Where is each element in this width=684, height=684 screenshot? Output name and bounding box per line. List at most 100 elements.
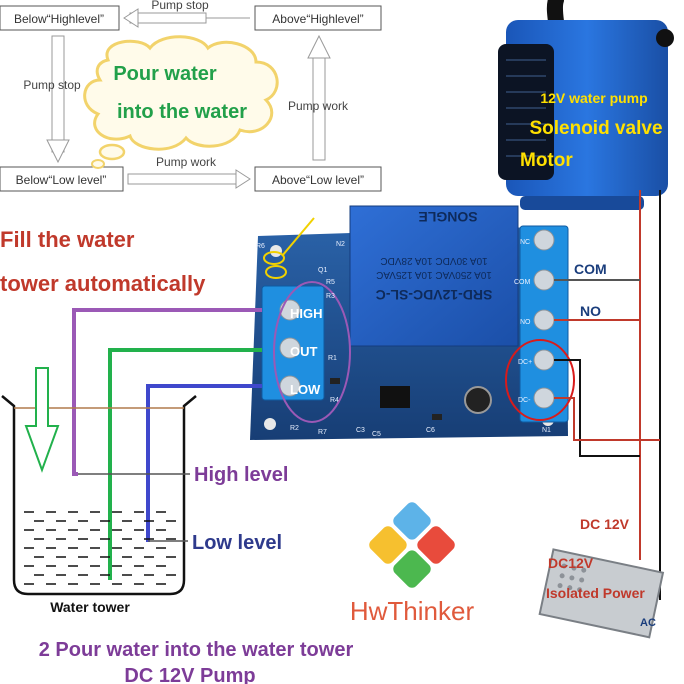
com-label: COM [574,261,607,277]
arrow-bottom-shaft [127,173,239,185]
screw-no [533,309,555,331]
tank-outline [1,395,197,596]
water-surface [24,511,176,585]
probe-wire-low [146,384,262,542]
relay-rating-1: 10A 250VAC 10A 125VAC [376,269,492,280]
input-highlight [273,281,351,423]
power-supply [538,548,665,639]
silk-label: C3 [356,427,365,434]
silk-label: C5 [372,431,381,438]
silk-label: R5 [326,279,335,286]
screw-high [279,299,301,321]
relay [349,205,519,347]
screw-nc [533,229,555,251]
terminal-high-label: HIGH [290,306,323,321]
left-arrow-label: Pump stop [23,78,81,92]
silk-label: N1 [542,427,551,434]
footer-line2: DC 12V Pump [124,665,255,684]
pump-cable-gland [656,29,674,47]
screw-dc-plus [533,349,555,371]
silk-label: NO [520,319,531,326]
silk-label: R1 [328,355,337,362]
inflow-arrow [24,367,60,473]
state-box-below-low [0,166,124,192]
right-arrow-label: Pump work [288,99,349,113]
screw-out [279,337,301,359]
silk-label: NC [520,239,530,246]
screw-com [533,269,555,291]
tank-caption: Water tower [50,599,130,615]
screw-dc-minus [533,387,555,409]
pump-intake-grille [498,44,554,180]
arrow-left-shaft [51,35,65,153]
wire-dc-plus [554,359,640,457]
psu-dc-label: DC12V [548,555,594,571]
no-label: NO [580,303,601,319]
led-pointer [281,217,315,257]
arrow-right-head [307,34,331,59]
brand-name: HwThinker [350,596,475,626]
dc-highlight [505,339,575,421]
logo-tile-green [393,550,431,588]
mount-hole [264,418,276,430]
heading-line1: Fill the water [0,227,135,252]
pump-label-line1: 12V water pump [540,90,647,106]
led-highlight [263,251,285,265]
silk-label: R4 [330,397,339,404]
dc12v-label: DC 12V [580,516,630,532]
arrow-top-head [123,8,139,28]
mount-hole [270,245,282,257]
brand-logo: HwThinker [350,502,475,626]
cloud-text-line1: Pour water [113,63,217,85]
arrow-bottom-head [235,169,251,189]
relay-board: HIGH OUT LOW SRD-12VDC-SL-C 10A 250VAC 1… [250,205,575,440]
high-level-label: High level [194,464,288,486]
state-box-above-high [254,5,382,31]
cloud-bubble-small [91,159,105,169]
logo-tile-blue [393,502,431,540]
state-box-above-low [254,166,382,192]
state-box-below-low-label: Below“Low level” [16,173,107,187]
silk-label: COM [514,279,531,286]
terminal-low-label: LOW [290,382,321,397]
low-level-label: Low level [192,532,282,554]
thought-cloud [83,35,279,151]
led-highlight [265,265,287,279]
arrow-top [129,12,250,24]
pump-label-line2: Solenoid valve [529,118,662,139]
wire-dc-minus [554,397,660,441]
top-arrow-label: Pump stop [151,0,209,12]
water-pump: 12V water pump Solenoid valve Motor [498,0,674,210]
silk-label: DC- [518,397,531,404]
state-diagram: Below“Highlevel” Above“Highlevel” Below“… [0,0,382,192]
arrow-left-head [46,139,70,164]
state-box-above-low-label: Above“Low level” [272,173,364,187]
silk-label: R2 [290,425,299,432]
psu-case [538,548,665,639]
state-box-below-high [0,5,120,31]
cloud-bubble-large [98,143,126,161]
silk-label: R7 [318,429,327,436]
footer-line1: 2 Pour water into the water tower [39,639,354,661]
smd-part [330,378,340,384]
screw-low [279,375,301,397]
silk-label: C6 [426,427,435,434]
bottom-arrow-label: Pump work [156,155,217,169]
water-tower [1,367,197,596]
silk-label: R6 [256,243,265,250]
psu-ac-label: AC [640,617,656,629]
silk-label: R3 [326,293,335,300]
probe-wire-high [72,308,262,476]
cloud-text-line2: into the water [117,101,247,123]
smd-part [432,414,442,420]
silk-label: N2 [336,241,345,248]
state-box-above-high-label: Above“Highlevel” [272,12,363,26]
pump-base [520,196,644,210]
electrolytic-capacitor [464,386,492,414]
relay-model-label: SRD-12VDC-SL-C [376,287,493,303]
state-box-below-high-label: Below“Highlevel” [14,12,104,26]
psu-name-label: Isolated Power [546,585,645,601]
relay-brand: SONGLE [418,209,477,225]
